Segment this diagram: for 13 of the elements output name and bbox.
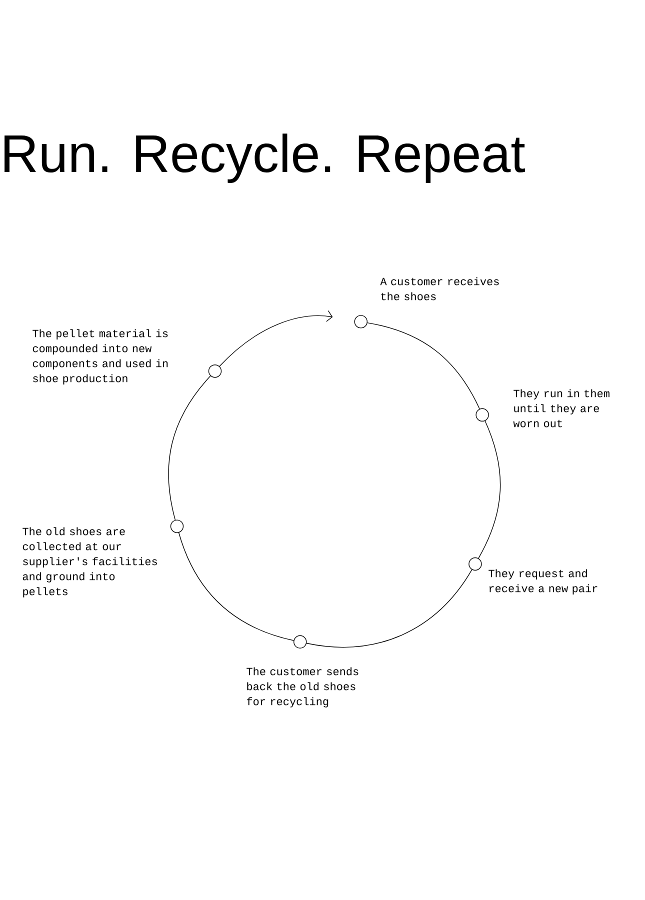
step-text: The old shoes are collected at our supplier's facilities and ground into pellets	[22, 527, 157, 598]
title: Run. Recycle. Repeat	[4, 134, 526, 183]
step-text: They request and receive a new pair	[488, 569, 598, 594]
step-text: They run in them until they are worn out	[513, 389, 610, 428]
step-text: The pellet material is compounded into new components and used in shoe production	[32, 329, 168, 384]
cycle-arc	[168, 376, 211, 520]
cycle-arc	[367, 322, 480, 410]
cycle-arc	[478, 420, 501, 559]
step-text: The customer sends back the old shoes for recycling	[246, 667, 358, 708]
cycle-arc	[219, 310, 333, 367]
cycle-arc	[178, 532, 294, 641]
cycle-arc	[306, 569, 472, 648]
step-text: A customer receives the shoes	[380, 277, 499, 300]
